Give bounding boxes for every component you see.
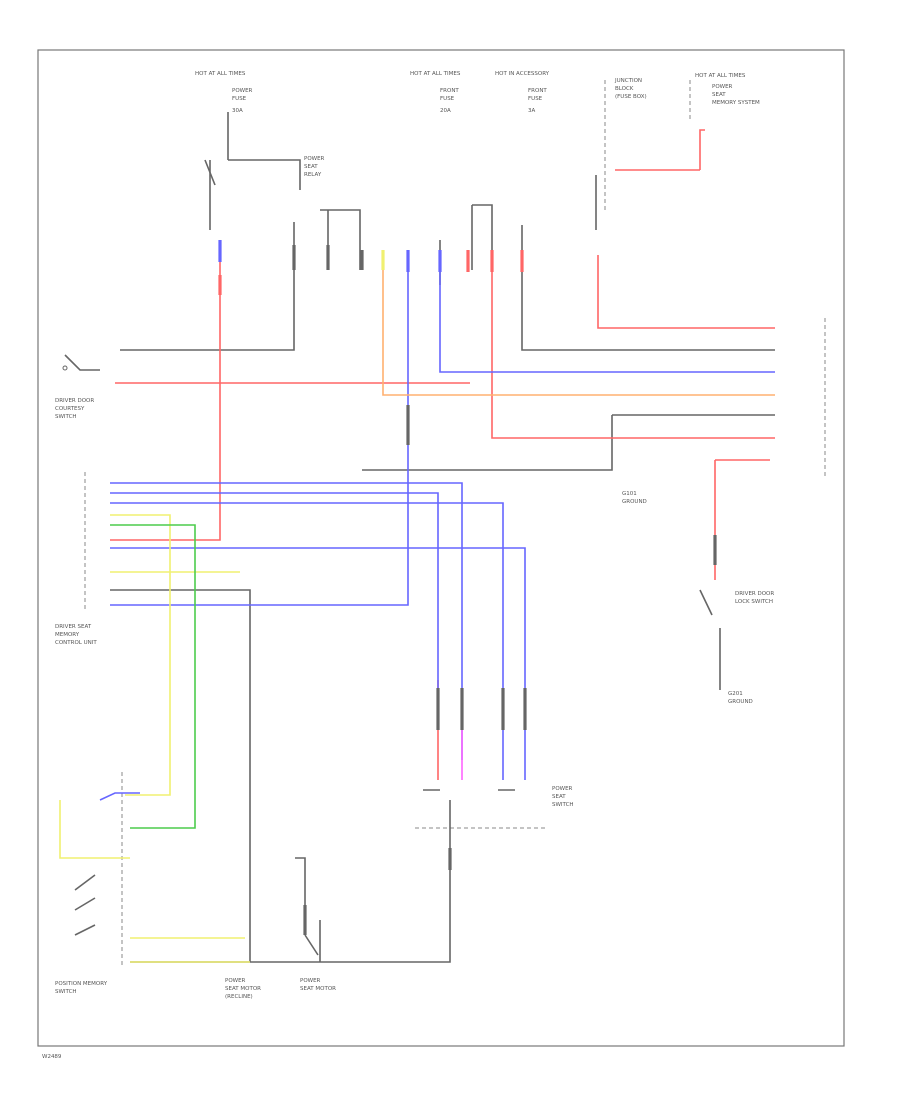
svg-text:SWITCH: SWITCH	[55, 989, 77, 995]
svg-text:FUSE: FUSE	[232, 96, 247, 102]
svg-text:SEAT MOTOR: SEAT MOTOR	[300, 986, 336, 992]
svg-text:SEAT MOTOR: SEAT MOTOR	[225, 986, 261, 992]
svg-text:BLOCK: BLOCK	[615, 86, 634, 92]
switch-symbols	[62, 159, 713, 956]
orange-wires	[382, 250, 775, 396]
svg-text:POWER: POWER	[300, 978, 321, 984]
svg-text:POWER: POWER	[225, 978, 246, 984]
svg-text:G101: G101	[622, 491, 637, 497]
diagram-frame	[37, 49, 845, 1047]
svg-text:FRONT: FRONT	[528, 88, 547, 94]
svg-text:MEMORY: MEMORY	[55, 632, 80, 638]
green-wires	[110, 524, 196, 829]
label-power-relay: POWER SEAT RELAY	[304, 156, 325, 178]
svg-text:CONTROL UNIT: CONTROL UNIT	[55, 640, 97, 646]
footer-code: W2489	[42, 1054, 62, 1060]
label-fuse-access: HOT IN ACCESSORY FRONT FUSE 3A	[495, 71, 550, 114]
svg-text:SEAT: SEAT	[712, 92, 726, 98]
svg-text:POWER: POWER	[552, 786, 573, 792]
svg-text:20A: 20A	[440, 108, 451, 114]
svg-text:LOCK SWITCH: LOCK SWITCH	[735, 599, 773, 605]
black-wires	[110, 112, 775, 963]
svg-text:DRIVER SEAT: DRIVER SEAT	[55, 624, 92, 630]
svg-text:SWITCH: SWITCH	[55, 414, 77, 420]
svg-text:COURTESY: COURTESY	[55, 406, 85, 412]
svg-text:POWER: POWER	[304, 156, 325, 162]
label-door-lock-switch: DRIVER DOOR LOCK SWITCH	[735, 591, 774, 605]
label-ground-1: G101 GROUND	[622, 491, 647, 505]
svg-text:POWER: POWER	[712, 84, 733, 90]
svg-text:MEMORY SYSTEM: MEMORY SYSTEM	[712, 100, 760, 106]
svg-text:HOT IN ACCESSORY: HOT IN ACCESSORY	[495, 71, 550, 77]
label-motor-1: POWER SEAT MOTOR (RECLINE)	[225, 978, 261, 1000]
label-fuse-mid: HOT AT ALL TIMES FRONT FUSE 20A	[410, 71, 461, 114]
svg-text:GROUND: GROUND	[728, 699, 753, 705]
label-memory-switch: POSITION MEMORY SWITCH	[55, 981, 108, 995]
component-boundaries	[84, 80, 826, 968]
svg-text:30A: 30A	[232, 108, 243, 114]
label-fuse-right: HOT AT ALL TIMES POWER SEAT MEMORY SYSTE…	[695, 73, 760, 106]
svg-text:POSITION MEMORY: POSITION MEMORY	[55, 981, 108, 987]
svg-text:FRONT: FRONT	[440, 88, 459, 94]
svg-text:GROUND: GROUND	[622, 499, 647, 505]
label-motor-2: POWER SEAT MOTOR	[300, 978, 336, 992]
svg-text:SEAT: SEAT	[304, 164, 318, 170]
label-seat-switch: POWER SEAT SWITCH	[552, 786, 574, 808]
label-control-unit: DRIVER SEAT MEMORY CONTROL UNIT	[55, 624, 97, 646]
label-ground-2: G201 GROUND	[728, 691, 753, 705]
connector-terminals	[218, 240, 717, 935]
svg-text:(RECLINE): (RECLINE)	[225, 994, 253, 1000]
label-driver-door-switch: DRIVER DOOR COURTESY SWITCH	[55, 398, 94, 420]
svg-text:RELAY: RELAY	[304, 172, 322, 178]
svg-text:HOT AT ALL TIMES: HOT AT ALL TIMES	[695, 73, 746, 79]
svg-text:SWITCH: SWITCH	[552, 802, 574, 808]
svg-text:HOT AT ALL TIMES: HOT AT ALL TIMES	[195, 71, 246, 77]
svg-text:FUSE: FUSE	[528, 96, 543, 102]
svg-text:FUSE: FUSE	[440, 96, 455, 102]
svg-text:JUNCTION: JUNCTION	[614, 78, 642, 84]
label-junction-block: JUNCTION BLOCK (FUSE BOX)	[614, 78, 647, 100]
svg-text:HOT AT ALL TIMES: HOT AT ALL TIMES	[410, 71, 461, 77]
svg-text:DRIVER DOOR: DRIVER DOOR	[55, 398, 94, 404]
label-fuse-top-left: HOT AT ALL TIMES POWER FUSE 30A	[195, 71, 253, 114]
svg-text:3A: 3A	[528, 108, 535, 114]
svg-text:G201: G201	[728, 691, 743, 697]
svg-text:SEAT: SEAT	[552, 794, 566, 800]
yellow-wires	[59, 514, 250, 963]
svg-text:POWER: POWER	[232, 88, 253, 94]
svg-text:(FUSE BOX): (FUSE BOX)	[615, 94, 647, 100]
svg-text:DRIVER DOOR: DRIVER DOOR	[735, 591, 774, 597]
